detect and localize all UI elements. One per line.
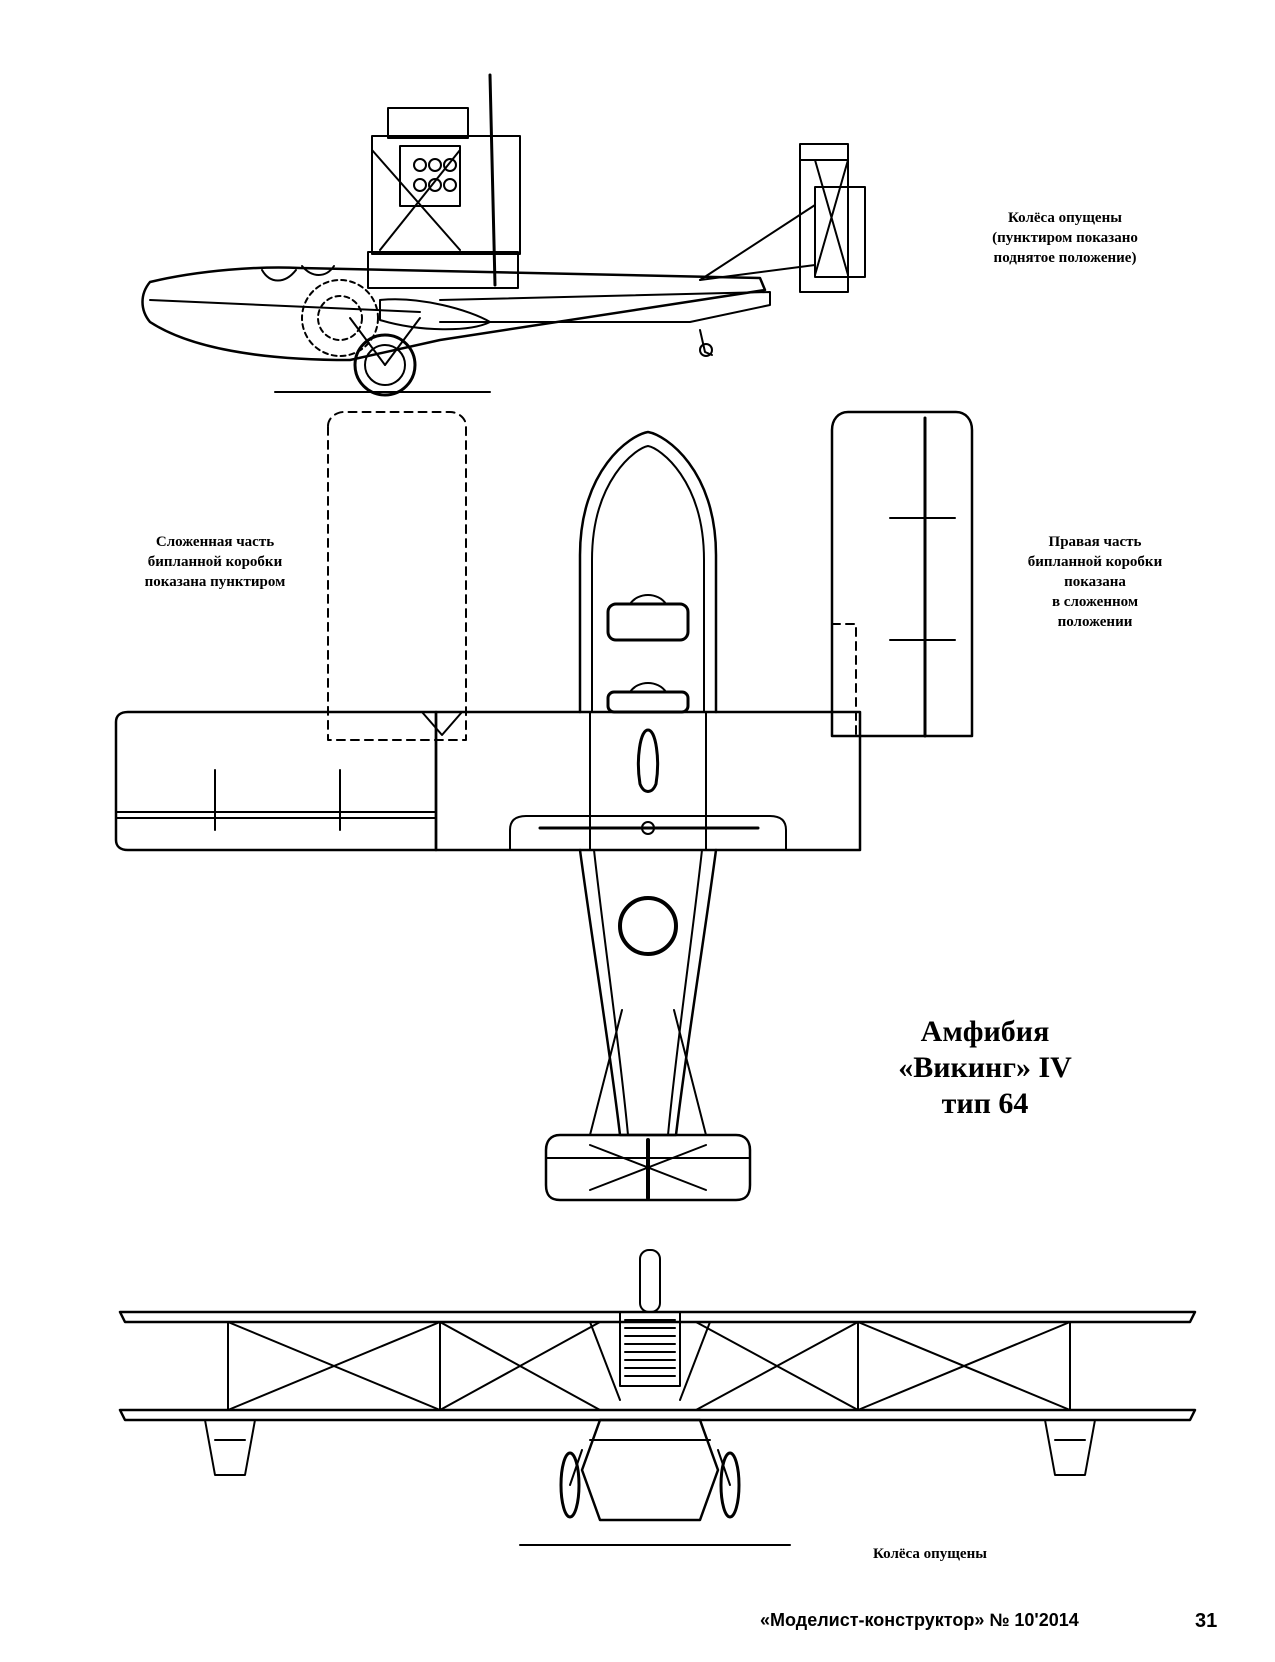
page-number: 31 [1195,1610,1218,1632]
right-folded-caption: Правая часть бипланной коробки показана … [1027,534,1163,630]
side-view [141,73,866,397]
side-view-caption: Колёса опущены (пунктиром показано подня… [992,210,1138,266]
front-view-caption: Колёса опущены [873,1546,987,1562]
plan-view [114,410,974,1202]
magazine-footer: «Моделист-конструктор» № 10'2014 [760,1610,1079,1630]
drawing-title: Амфибия «Викинг» IV тип 64 [898,1015,1072,1120]
front-view [118,1249,1197,1546]
left-folded-caption: Сложенная часть бипланной коробки показа… [144,534,286,590]
